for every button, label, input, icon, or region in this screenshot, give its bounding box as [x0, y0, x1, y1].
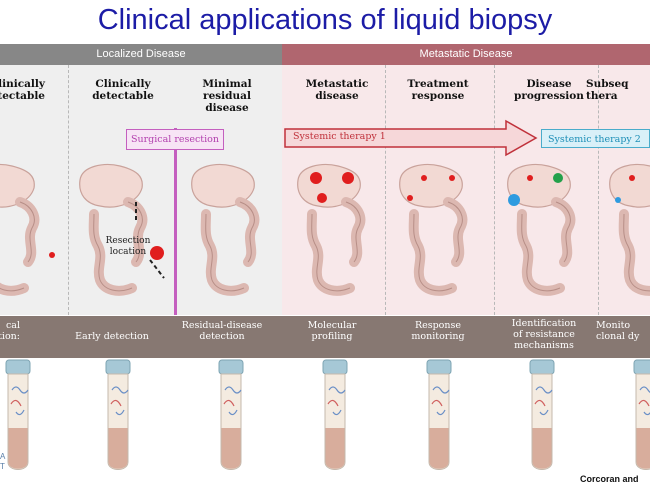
blood-tube [322, 359, 348, 471]
stage-label: Disease progression [514, 78, 584, 102]
localized-disease-band: Localized Disease [0, 44, 282, 65]
organ-illustration [400, 165, 463, 291]
surgical-resection-label: Surgical resection [126, 129, 224, 150]
stage-label: Subseq thera [586, 78, 629, 102]
tumor-dot [449, 175, 455, 181]
tumor-dot [407, 195, 413, 201]
stage-label: linically detectable [0, 78, 45, 102]
application-label: Monito clonal dy [596, 320, 640, 342]
stage-divider [494, 65, 495, 315]
figure-credit: Corcoran and [580, 474, 639, 484]
tumor-dot [421, 175, 427, 181]
organ-illustration [298, 165, 361, 291]
organ-illustration [80, 165, 143, 291]
metastatic-disease-band: Metastatic Disease [282, 44, 650, 65]
organ-illustration [508, 165, 571, 291]
application-label: Identification of resistance mechanisms [511, 318, 577, 351]
tumor-dot [49, 252, 55, 258]
publisher-logo: A T [0, 452, 6, 471]
organ-illustration [0, 165, 34, 291]
tumor-dot [508, 194, 520, 206]
stage-label: Metastatic disease [305, 78, 369, 102]
tumor-dot [317, 193, 327, 203]
application-label: cal ication: [0, 320, 20, 342]
stage-divider [68, 65, 69, 315]
slide-title: Clinical applications of liquid biopsy [97, 4, 553, 36]
stage-label: Clinically detectable [92, 78, 154, 102]
surgical-resection-line [174, 128, 177, 315]
resection-location-label: Resection location [105, 236, 151, 257]
blood-tube [5, 359, 31, 471]
systemic-therapy-2-label: Systemic therapy 2 [541, 129, 650, 148]
blood-tube [529, 359, 555, 471]
systemic-therapy-1-label: Systemic therapy 1 [293, 131, 386, 142]
stage-divider [598, 65, 599, 315]
tumor-dot [342, 172, 354, 184]
applications-band [0, 316, 650, 358]
blood-tubes [5, 359, 650, 471]
tumor-dot [553, 173, 563, 183]
anatomy-illustrations [0, 150, 650, 316]
tumor-dot [615, 197, 621, 203]
stage-label: Minimal residual disease [202, 78, 252, 114]
organ-illustration [610, 165, 650, 291]
systemic-therapy-1-arrow [284, 119, 538, 157]
application-label: Response monitoring [411, 320, 465, 342]
application-label: Residual-disease detection [181, 320, 263, 342]
tumor-dot [629, 175, 635, 181]
blood-tube [218, 359, 244, 471]
stage-label: Treatment response [407, 78, 469, 102]
blood-tube [105, 359, 131, 471]
resection-marker [149, 259, 165, 279]
tumor-dot [527, 175, 533, 181]
application-label: Molecular profiling [307, 320, 357, 342]
stage-divider [385, 65, 386, 315]
organ-illustration [192, 165, 255, 291]
blood-tube [426, 359, 452, 471]
tumor-dot [150, 246, 164, 260]
blood-tube [633, 359, 650, 471]
application-label: Early detection [75, 331, 149, 342]
tumor-dot [310, 172, 322, 184]
